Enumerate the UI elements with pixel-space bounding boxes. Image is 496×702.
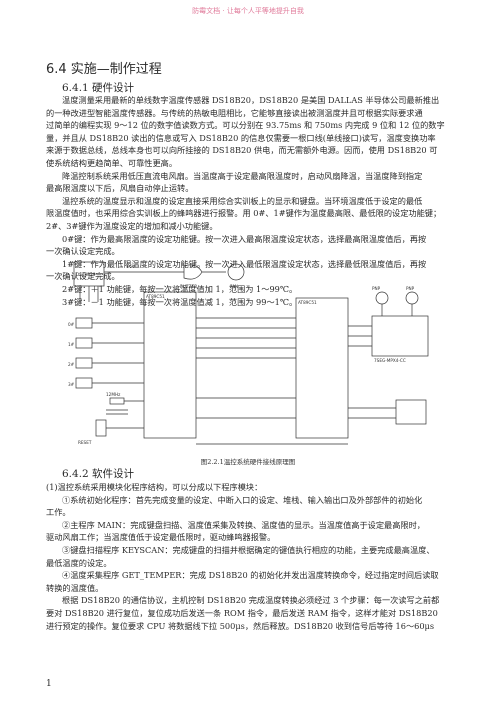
text-line: 来源于数据总线，总线本身也可以向所挂接的 DS18B20 供电，而无需额外电源。… (46, 145, 438, 156)
text-line: ①系统初始化程序：首先完成变量的设定、中断入口的设定、堆栈、输入输出口及外部部件… (62, 494, 423, 505)
text-line: 最低温度的设定。 (46, 557, 112, 568)
key3-label: 3# (68, 382, 75, 387)
mcu2-label: AT89C51 (298, 300, 317, 305)
text-line: 量，并且从 DS18B20 读出的信息或写入 DS18B20 的信息仅需要一根口… (46, 132, 436, 143)
key2-label: 2# (68, 362, 75, 367)
text-line: ④温度采集程序 GET_TEMPER：完成 DS18B20 的初始化并发出温度转… (62, 570, 439, 581)
text-line: 最高限温度以下后，风扇自动停止运转。 (46, 183, 194, 194)
q1-label: PNP (372, 286, 381, 291)
text-line: 降温控制系统采用低压直流电风扇。当温度高于设定最高限温度时，启动风扇降温，当温度… (62, 170, 423, 181)
mcu1-label: AT89C51 (146, 294, 165, 299)
text-line: 的一种改进型智能温度传感器。与传统的热敏电阻相比，它能够直接读出被测温度并且可根… (46, 107, 423, 118)
text-line: 使系统结构更趋简单、可靠性更高。 (46, 157, 178, 168)
circuit-schematic: DS18B20 FAN BUZZER AT89C51 AT89C51 7SEG-… (68, 261, 429, 445)
fan-label: FAN (230, 284, 238, 289)
text-line: 3#键：－1 功能键，每按一次将温度值减 1，范围为 99～1℃。 (62, 296, 298, 307)
buzzer-shape (183, 264, 203, 280)
text-line: 0#键：作为最高限温度的设定功能键。按一次进入最高限温度设定状态，选择最高限温度… (62, 233, 427, 244)
text-line: 转换的温度值。 (46, 582, 104, 593)
text-line: 进行预定的操作。复位要求 CPU 将数据线下拉 500μs，然后释放。DS18B… (46, 620, 435, 631)
mcu-right (295, 297, 349, 439)
mcu-left (143, 291, 197, 439)
text-line: 过简单的编程实现 9～12 位的数字值读数方式。可以分别在 93.75ms 和 … (46, 120, 445, 131)
vcc-label: +5V (126, 264, 135, 269)
display-block (371, 315, 429, 357)
key0-label: 0# (68, 322, 75, 327)
text-line: 工作。 (46, 507, 71, 518)
text-line: 限温度值时，也采用综合实训板上的蜂鸣器进行报警。用 0#、1#键作为温度最高限、… (46, 208, 442, 219)
figure-caption: 图2.2.1温控系统硬件接线原理图 (200, 458, 296, 466)
page-number: 1 (46, 679, 52, 689)
display-label: 7SEG-MPX4-CC (374, 358, 406, 363)
chapter-title: 6.4 实施—制作过程 (46, 62, 162, 77)
q2-label: PNP (406, 286, 415, 291)
text-line: 一次确认设定完成。 (46, 246, 120, 257)
text-line: 一次确认设定完成。 (46, 271, 120, 282)
text-line: (1)温控系统采用模块化程序结构，可以分成以下程序模块： (46, 482, 263, 492)
text-line: 1#键：作为最低限温度的设定功能键。按一次进入最低限温度设定状态，选择最低限温度… (62, 258, 427, 269)
text-line: 驱动风扇工作；当温度值低于设定最低限时，驱动蜂鸣器报警。 (46, 532, 276, 543)
software-paragraphs: (1)温控系统采用模块化程序结构，可以分成以下程序模块： ①系统初始化程序：首先… (46, 481, 450, 632)
key1-label: 1# (68, 342, 75, 347)
text-line: 温控系统的温度显示和温度的设定直接采用综合实训板上的显示和键盘。当环境温度低于设… (62, 195, 423, 206)
hardware-paragraphs: 温度测量采用最新的单线数字温度传感器 DS18B20，DS18B20 是美国 D… (46, 94, 450, 308)
section-title-hardware: 6.4.1 硬件设计 (62, 82, 135, 94)
text-line: 2#、3#键作为温度设定的增加和减小功能键。 (46, 220, 218, 231)
fan-shape (227, 263, 245, 281)
text-line: 要对 DS18B20 进行复位，复位成功后发送一条 ROM 指令，最后发送 RA… (46, 607, 438, 618)
text-line: 温度测量采用最新的单线数字温度传感器 DS18B20，DS18B20 是美国 D… (62, 95, 440, 105)
reset-label: RESET (78, 440, 92, 445)
text-line: ③键盘扫描程序 KEYSCAN：完成键盘的扫描并根据确定的键值执行相应的功能，主… (62, 544, 435, 555)
text-line: 根据 DS18B20 的通信协议，主机控制 DS18B20 完成温度转换必须经过… (62, 595, 440, 606)
buzzer-label: BUZZER (180, 284, 197, 289)
crystal-label: 12MHz (106, 392, 121, 397)
text-line: ②主程序 MAIN：完成键盘扫描、温度值采集及转换、温度值的显示。当温度值高于设… (62, 519, 425, 530)
section-title-software: 6.4.2 软件设计 (62, 468, 135, 480)
page-banner: 防霉文档 · 让每个人平等地提升自我 (192, 7, 304, 15)
text-line: 2#键：＋1 功能键，每按一次将温度值加 1，范围为 1～99℃。 (62, 283, 298, 294)
sensor-label: DS18B20 (76, 272, 96, 277)
